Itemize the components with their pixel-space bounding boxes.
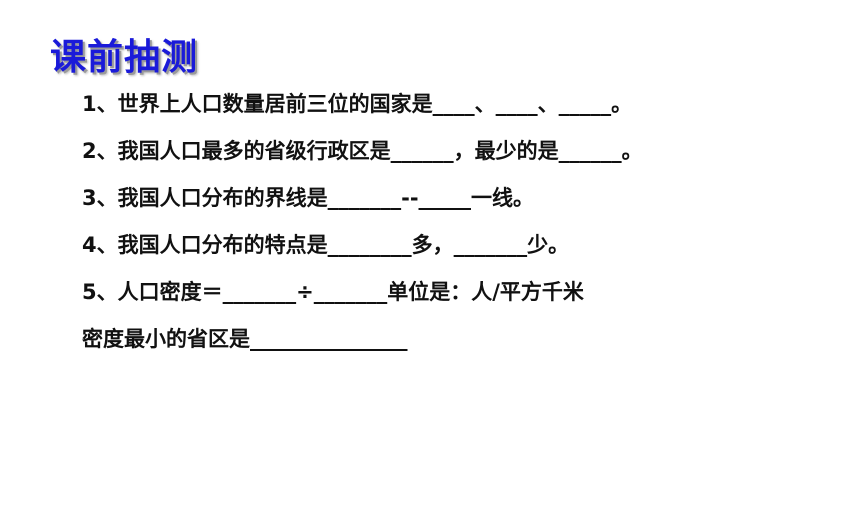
slide-title: 课前抽测 <box>50 37 199 78</box>
question-5: 5、人口密度＝_______÷_______单位是：人/平方千米 <box>82 280 584 304</box>
question-3: 3、我国人口分布的界线是_______--_____一线。 <box>82 186 535 210</box>
question-2: 2、我国人口最多的省级行政区是______，最少的是______。 <box>82 139 643 163</box>
question-5-continued: 密度最小的省区是_______________ <box>82 327 408 351</box>
question-list: 1、世界上人口数量居前三位的国家是____、____、_____。 2、我国人口… <box>82 88 842 370</box>
question-4: 4、我国人口分布的特点是________多，_______少。 <box>82 233 570 257</box>
question-1: 1、世界上人口数量居前三位的国家是____、____、_____。 <box>82 92 633 116</box>
